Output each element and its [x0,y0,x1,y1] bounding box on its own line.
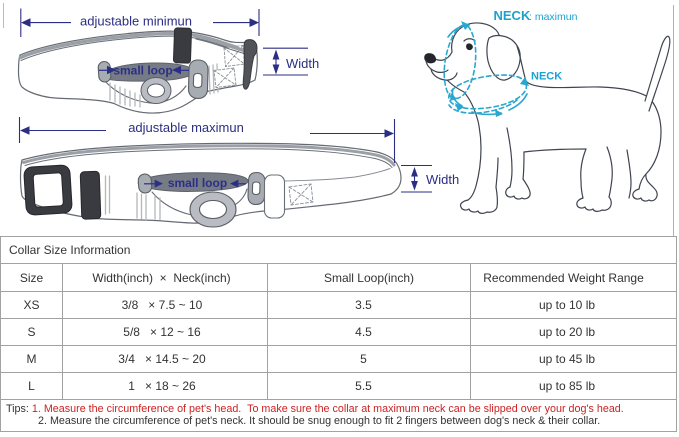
svg-text:NECK: NECK [531,71,562,83]
svg-text:adjustable maximun: adjustable maximun [128,120,244,135]
svg-text:Width: Width [286,56,319,71]
svg-text:small loop: small loop [113,64,172,78]
svg-text:: maximun: : maximun [529,11,578,23]
svg-text:small loop: small loop [168,176,227,190]
svg-text:Width: Width [426,172,459,187]
svg-text:adjustable minimun: adjustable minimun [80,14,192,29]
svg-text:NECK: NECK [494,8,531,23]
